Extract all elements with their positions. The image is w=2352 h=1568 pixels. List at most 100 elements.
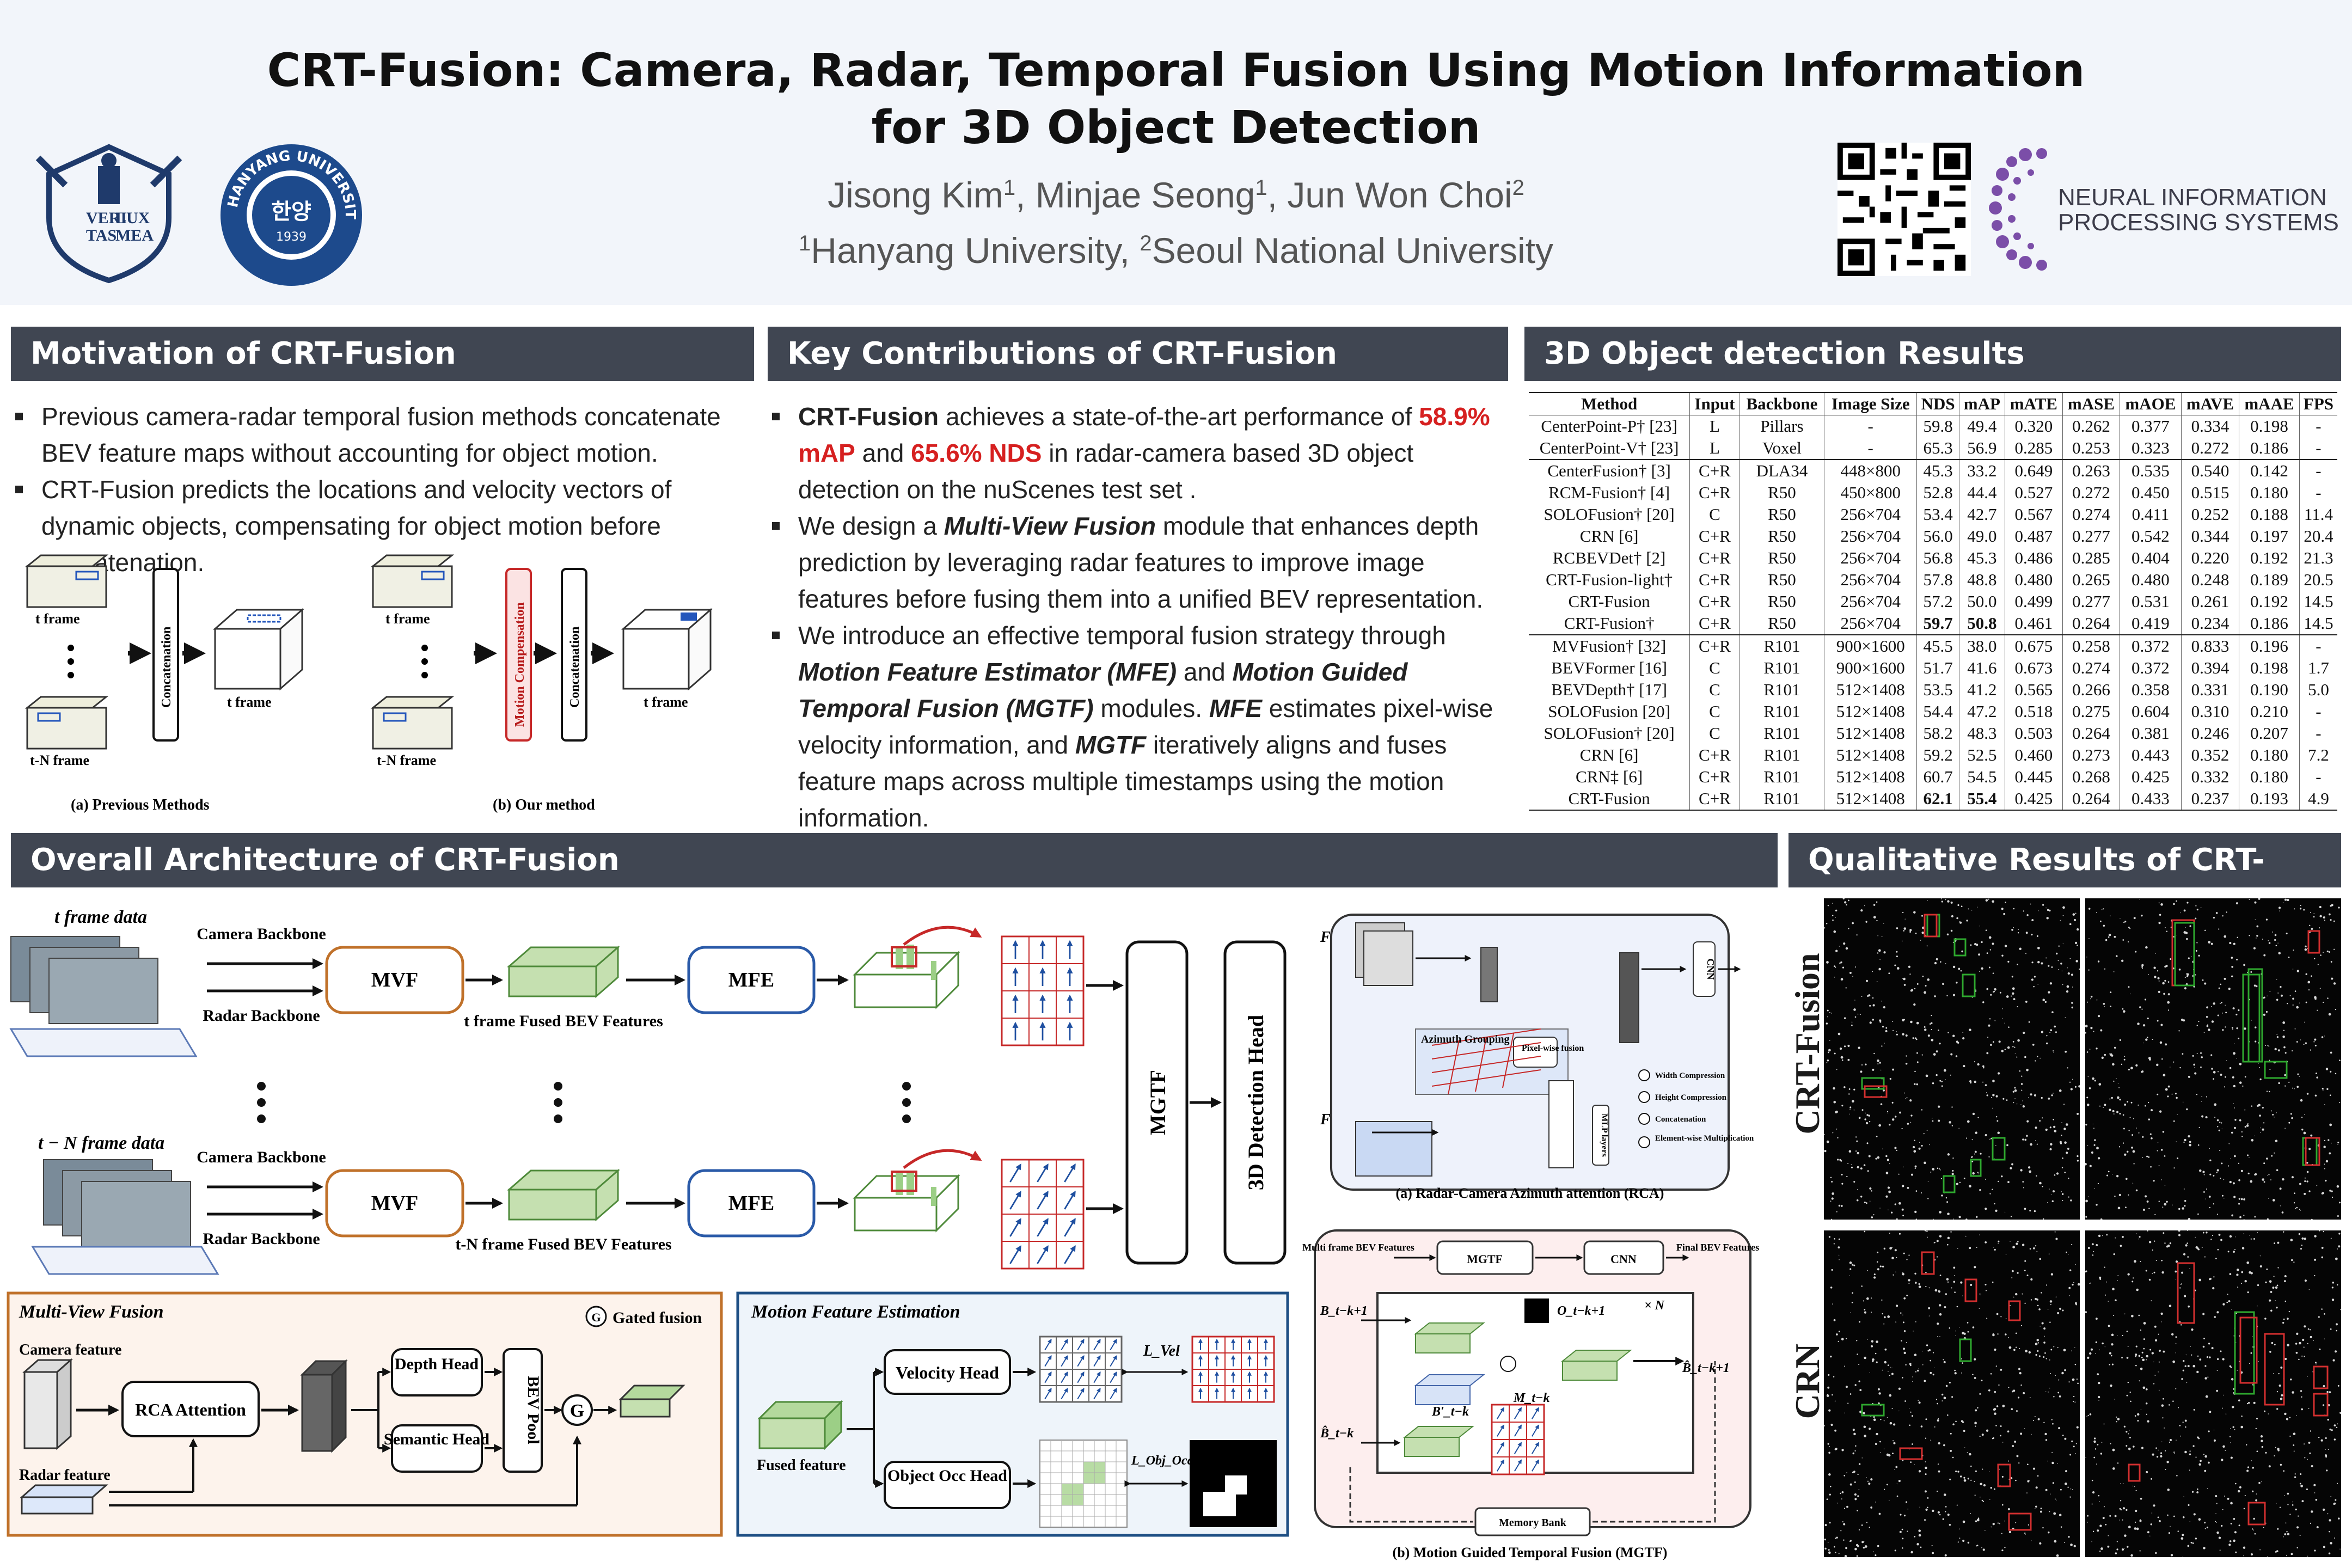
lidar-point xyxy=(2106,1234,2108,1236)
lidar-point xyxy=(1894,1249,1897,1252)
lidar-point xyxy=(2243,1214,2245,1216)
lidar-point xyxy=(2108,936,2110,938)
lidar-point xyxy=(1998,1242,1999,1244)
lidar-point xyxy=(1884,1489,1885,1490)
lidar-point xyxy=(2159,1520,2161,1522)
lidar-point xyxy=(2214,1103,2217,1106)
lidar-point xyxy=(2238,1037,2240,1039)
table-cell: 0.197 xyxy=(2239,525,2300,547)
lidar-point xyxy=(1886,1453,1889,1456)
detection-box xyxy=(1962,973,1976,997)
lidar-point xyxy=(2074,1086,2077,1088)
lidar-point xyxy=(2114,1515,2117,1517)
lidar-point xyxy=(2156,1063,2159,1067)
lidar-point xyxy=(2029,1210,2031,1212)
lidar-point xyxy=(2169,1304,2172,1307)
lidar-point xyxy=(1990,1526,1992,1528)
lidar-point xyxy=(2053,1050,2054,1052)
lidar-point xyxy=(1895,1466,1898,1468)
lidar-point xyxy=(1832,919,1834,921)
table-cell: CRT-Fusion† xyxy=(1529,612,1690,635)
lidar-point xyxy=(2103,924,2105,927)
velocity-arrow xyxy=(1531,1442,1540,1454)
lidar-point xyxy=(1962,1037,1965,1040)
lidar-point xyxy=(1971,1139,1973,1141)
lidar-point xyxy=(2265,1010,2268,1013)
snu-logo-word: TAS xyxy=(86,226,117,244)
lidar-point xyxy=(2061,1191,2062,1192)
lidar-point xyxy=(2225,1012,2227,1014)
lidar-point xyxy=(1885,1172,1889,1174)
table-cell: 0.323 xyxy=(2120,437,2182,460)
lidar-point xyxy=(2089,1049,2091,1050)
lidar-point xyxy=(1943,1444,1945,1447)
lidar-point xyxy=(2280,1205,2281,1206)
lidar-point xyxy=(2198,1278,2202,1282)
lidar-point xyxy=(2197,1355,2199,1357)
lidar-point xyxy=(2069,1269,2072,1271)
lidar-point xyxy=(2097,1157,2100,1160)
lidar-point xyxy=(2155,1447,2157,1449)
lidar-point xyxy=(1982,1500,1984,1503)
detection-box xyxy=(2307,930,2320,954)
lidar-point xyxy=(2037,960,2040,964)
bev-pool-label: BEV Pool xyxy=(524,1376,542,1444)
lidar-point xyxy=(2218,1536,2221,1539)
lidar-point xyxy=(1925,1508,1928,1511)
lidar-point xyxy=(2229,1235,2232,1238)
table-cell: 60.7 xyxy=(1916,766,1960,788)
lidar-point xyxy=(2012,1091,2014,1093)
lidar-point xyxy=(1833,1319,1836,1321)
lidar-point xyxy=(2044,1001,2047,1003)
lidar-point xyxy=(2132,1134,2134,1136)
table-cell: 14.5 xyxy=(2304,614,2333,633)
lidar-point xyxy=(2157,1516,2159,1518)
lidar-point xyxy=(1921,1144,1923,1147)
lidar-point xyxy=(1979,1189,1981,1191)
velocity-arrow xyxy=(1496,1407,1505,1419)
lidar-point xyxy=(2184,987,2187,990)
table-cell: BEVDepth† [17] xyxy=(1529,679,1690,701)
table-cell: 41.2 xyxy=(1959,679,2005,701)
table-cell: 0.443 xyxy=(2120,744,2182,766)
table-cell: R50 xyxy=(1739,591,1825,612)
lidar-point xyxy=(1918,1529,1921,1532)
table-cell: 53.5 xyxy=(1916,679,1960,701)
lidar-point xyxy=(1890,1211,1893,1214)
lidar-point xyxy=(1954,1291,1956,1293)
qr-code-icon[interactable] xyxy=(1837,143,1971,276)
lidar-point xyxy=(2137,1104,2139,1106)
occ-cell xyxy=(1083,1462,1094,1473)
table-cell: 0.264 xyxy=(2062,788,2121,810)
lidar-point xyxy=(1918,1401,1921,1404)
lidar-point xyxy=(2216,1531,2219,1534)
lidar-point xyxy=(1975,1409,1977,1412)
lidar-point xyxy=(2176,1157,2179,1160)
lidar-point xyxy=(1947,1153,1950,1156)
occ-cell xyxy=(1094,1473,1105,1484)
lidar-point xyxy=(2254,1216,2256,1218)
lidar-point xyxy=(1924,1028,1927,1031)
lidar-point xyxy=(2036,1143,2038,1145)
lidar-point xyxy=(2244,1027,2246,1030)
lidar-point xyxy=(2182,1369,2184,1371)
lidar-point xyxy=(2175,1270,2177,1273)
lidar-point xyxy=(2045,1042,2048,1045)
table-cell: 0.331 xyxy=(2181,679,2240,701)
lidar-point xyxy=(1930,1440,1932,1441)
table-cell: 0.261 xyxy=(2181,591,2240,612)
lidar-point xyxy=(1887,1364,1889,1367)
lidar-point xyxy=(1955,1471,1957,1473)
lidar-point xyxy=(1932,1120,1934,1122)
table-cell: CRT-Fusion xyxy=(1529,788,1690,810)
lidar-point xyxy=(1831,1181,1833,1183)
lidar-point xyxy=(1900,1312,1902,1314)
lidar-point xyxy=(2126,1431,2128,1433)
lidar-point xyxy=(2175,1093,2177,1095)
lidar-point xyxy=(2336,1185,2339,1188)
lidar-point xyxy=(1858,1463,1861,1465)
lidar-point xyxy=(1829,1485,1832,1487)
lidar-point xyxy=(2231,1214,2234,1217)
lidar-point xyxy=(2077,928,2079,931)
